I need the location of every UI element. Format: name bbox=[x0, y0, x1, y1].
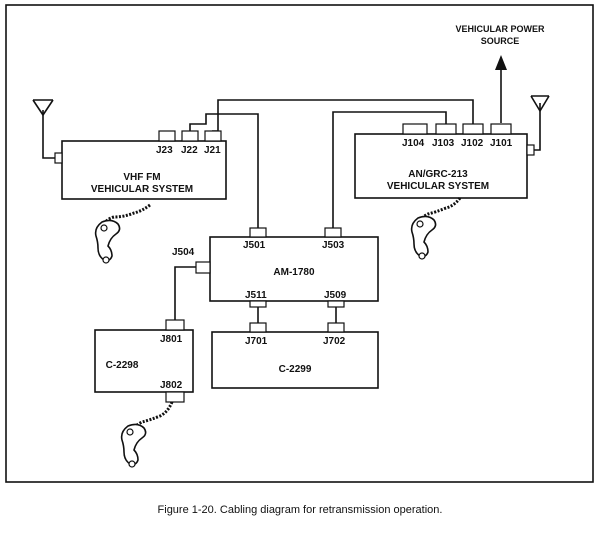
jack-j101-label: J101 bbox=[490, 138, 513, 149]
antenna-icon bbox=[32, 99, 54, 117]
jack-j102-label: J102 bbox=[461, 138, 484, 149]
am-1780-label: AM-1780 bbox=[273, 267, 315, 278]
grc-label-1: AN/GRC-213 bbox=[408, 169, 468, 180]
antenna-icon bbox=[530, 95, 550, 113]
jack-j104-label: J104 bbox=[402, 138, 425, 149]
cable-j504-j801 bbox=[174, 266, 196, 320]
jack-j503-label: J503 bbox=[322, 240, 345, 251]
jack-j702-label: J702 bbox=[323, 336, 346, 347]
handset-icon bbox=[120, 401, 174, 468]
power-source-label-2: SOURCE bbox=[481, 36, 520, 46]
figure-frame bbox=[5, 4, 594, 483]
jack-j504-label: J504 bbox=[172, 247, 195, 258]
grc-213-system bbox=[354, 123, 535, 199]
jack-j501-label: J501 bbox=[243, 240, 266, 251]
am-1780-unit bbox=[195, 227, 379, 308]
c-2299-label: C-2299 bbox=[279, 364, 312, 375]
jack-j22-label: J22 bbox=[181, 145, 198, 156]
jack-j801-label: J801 bbox=[160, 334, 183, 345]
jack-j103-label: J103 bbox=[432, 138, 455, 149]
jack-j21-label: J21 bbox=[204, 145, 221, 156]
c-2298-label: C-2298 bbox=[106, 360, 139, 371]
jack-j509-label: J509 bbox=[324, 290, 347, 301]
cable-j22-j501 bbox=[189, 113, 259, 228]
cable-vhf-antenna bbox=[42, 110, 55, 159]
vhf-fm-system bbox=[54, 130, 227, 200]
grc-label-2: VEHICULAR SYSTEM bbox=[387, 181, 489, 192]
figure-caption: Figure 1-20. Cabling diagram for retrans… bbox=[157, 504, 443, 516]
cable-j103-j503 bbox=[332, 111, 447, 228]
handset-icon bbox=[94, 203, 151, 264]
c-2298-unit bbox=[94, 319, 194, 403]
jack-j511-label: J511 bbox=[245, 290, 267, 301]
jack-j802-label: J802 bbox=[160, 380, 183, 391]
power-source-label-1: VEHICULAR POWER bbox=[455, 24, 545, 34]
handset-icon bbox=[410, 197, 462, 260]
jack-j23-label: J23 bbox=[156, 145, 173, 156]
power-arrow bbox=[495, 55, 507, 123]
c-2299-unit bbox=[211, 322, 379, 389]
vhf-label-2: VEHICULAR SYSTEM bbox=[91, 184, 193, 195]
vhf-label-1: VHF FM bbox=[123, 172, 160, 183]
jack-j701-label: J701 bbox=[245, 336, 268, 347]
cable-j21-j102 bbox=[212, 99, 474, 132]
